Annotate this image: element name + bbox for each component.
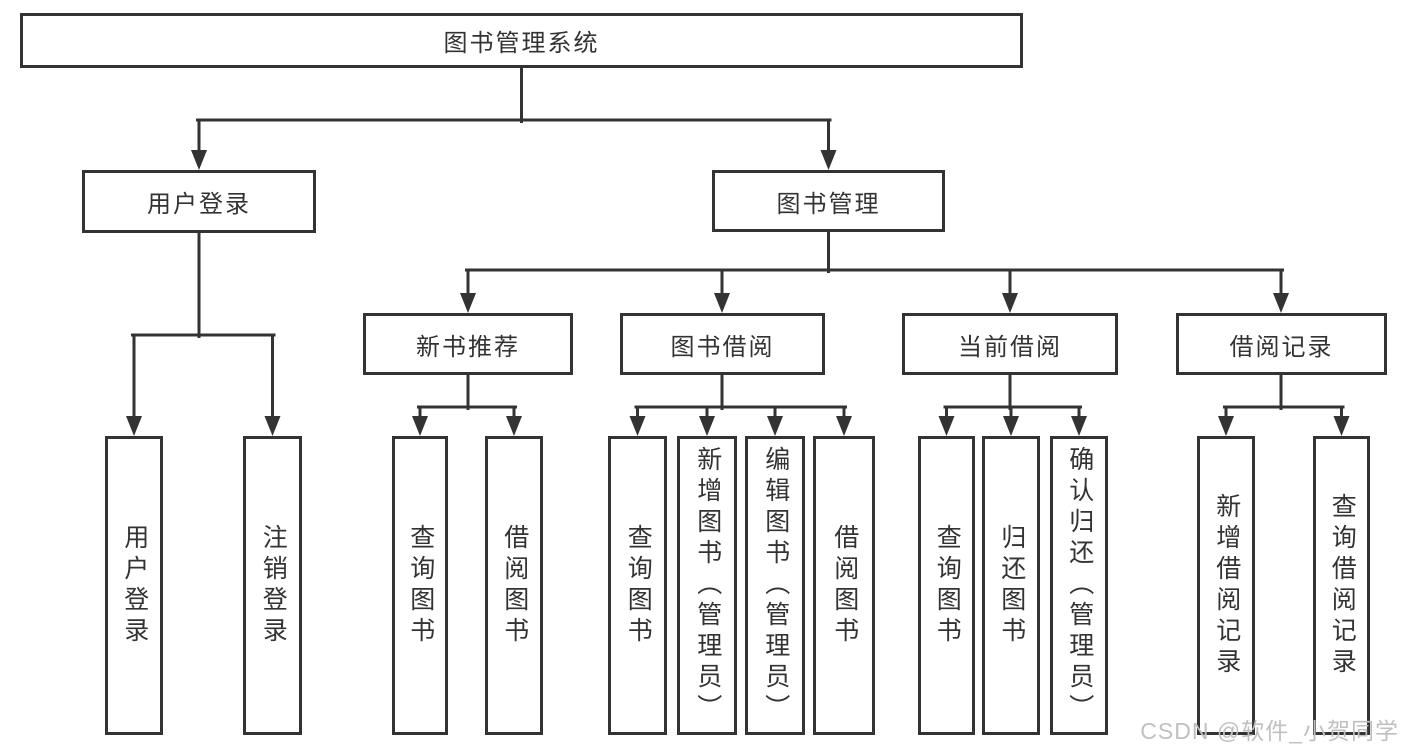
- arrowhead: [460, 293, 476, 313]
- node-library-management-system: 图书管理系统: [20, 13, 1023, 68]
- leaf-current-query-books: 查询图书: [918, 436, 975, 735]
- leaf-confirm-return-admin: 确认归还（管理员）: [1050, 436, 1108, 735]
- node-book-management-branch: 图书管理: [712, 170, 945, 232]
- arrowhead: [714, 293, 730, 313]
- arrowhead: [699, 416, 715, 436]
- connector-book-borrow-to-leaves: [634, 373, 847, 420]
- connector-book-management-to-level3: [465, 230, 1284, 297]
- arrowhead: [1218, 416, 1234, 436]
- arrowhead: [1273, 293, 1289, 313]
- connector-user-login-to-leaves: [131, 231, 276, 420]
- arrowhead: [264, 416, 281, 436]
- arrowhead: [836, 416, 852, 436]
- connector-root-to-level2: [196, 66, 832, 154]
- arrowhead: [767, 416, 783, 436]
- leaf-borrow-query-books: 查询图书: [608, 436, 667, 735]
- arrowhead: [1071, 416, 1087, 436]
- connector-borrow-records-to-leaves: [1223, 373, 1345, 420]
- leaf-user-login: 用户登录: [105, 436, 163, 735]
- leaf-return-book: 归还图书: [982, 436, 1040, 735]
- leaf-query-borrow-record: 查询借阅记录: [1313, 436, 1370, 735]
- node-current-borrow: 当前借阅: [902, 313, 1118, 375]
- leaf-recommend-borrow-books: 借阅图书: [485, 436, 543, 735]
- node-user-login-branch: 用户登录: [82, 170, 316, 233]
- leaf-add-borrow-record: 新增借阅记录: [1197, 436, 1255, 735]
- arrowhead: [938, 416, 955, 436]
- arrowhead: [1003, 416, 1019, 436]
- arrowhead: [126, 416, 142, 436]
- leaf-recommend-query-books: 查询图书: [392, 436, 448, 735]
- csdn-watermark: CSDN @软件_小贺同学: [1140, 718, 1399, 744]
- leaf-logout: 注销登录: [243, 436, 302, 735]
- leaf-borrow-book: 借阅图书: [813, 436, 875, 735]
- arrowhead: [412, 416, 428, 436]
- arrowhead: [820, 150, 837, 170]
- arrowhead: [1002, 293, 1018, 313]
- arrowhead: [629, 416, 646, 436]
- arrowhead: [1333, 416, 1350, 436]
- arrowhead: [191, 150, 207, 170]
- node-book-borrow: 图书借阅: [620, 313, 825, 375]
- node-new-book-recommend: 新书推荐: [363, 313, 573, 375]
- leaf-add-book-admin: 新增图书（管理员）: [677, 436, 737, 735]
- arrowhead: [506, 416, 522, 436]
- connector-new-book-recommend-to-leaves: [417, 373, 517, 420]
- node-borrow-records: 借阅记录: [1176, 313, 1387, 375]
- connector-current-borrow-to-leaves: [943, 373, 1082, 420]
- leaf-edit-book-admin: 编辑图书（管理员）: [745, 436, 805, 735]
